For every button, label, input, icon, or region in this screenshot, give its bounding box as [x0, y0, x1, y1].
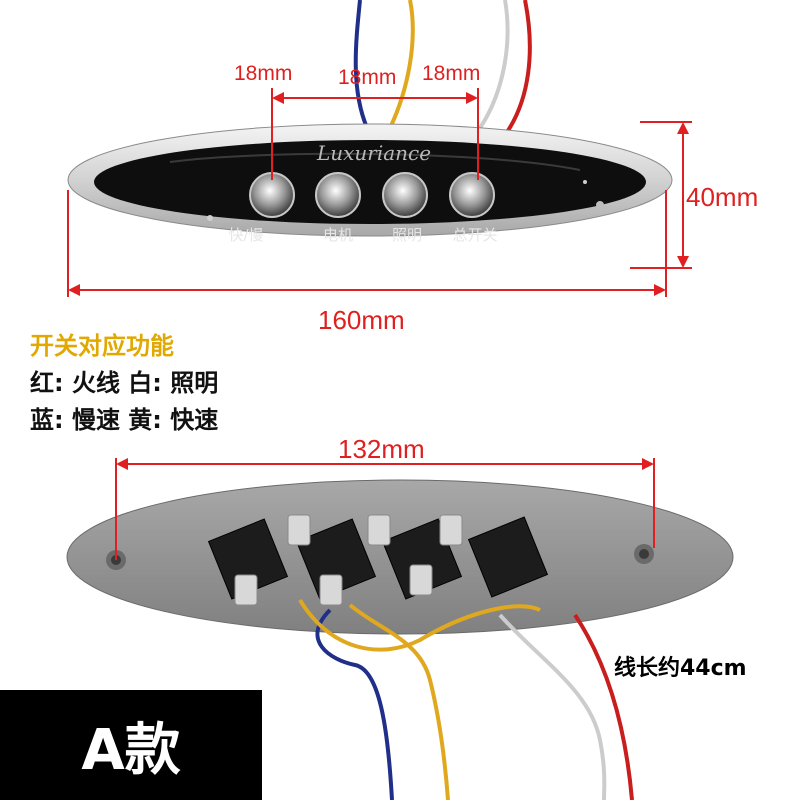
motor-button[interactable] [315, 172, 361, 218]
dim-spacing-2: 18mm [338, 66, 397, 89]
button-label-motor: 电机 [323, 226, 353, 244]
button-label-power: 总开关 [452, 226, 497, 244]
dim-width: 160mm [318, 305, 405, 335]
button-label-speed: 快/慢 [228, 226, 263, 244]
button-label-light: 照明 [392, 226, 422, 244]
brand-label: Luxuriance [316, 141, 431, 165]
dim-height: 40mm [686, 182, 759, 212]
top-wires [353, 0, 532, 137]
dim-spacing-3: 18mm [422, 62, 481, 85]
legend-line-1: 红: 火线 白: 照明 [30, 369, 219, 397]
switch-blocks [207, 516, 549, 600]
legend-line-2: 蓝: 慢速 黄: 快速 [30, 406, 219, 434]
dimension-lines [67, 88, 692, 560]
dim-spacing-1: 18mm [234, 62, 293, 85]
switch-brackets [234, 514, 463, 606]
dim-mount-spacing: 132mm [338, 434, 425, 464]
front-panel [67, 123, 673, 237]
panel-buttons [249, 172, 495, 218]
wire-length-label: 线长约44cm [614, 656, 747, 681]
legend-title: 开关对应功能 [30, 332, 174, 360]
bottom-wires [298, 598, 634, 800]
light-button[interactable] [382, 172, 428, 218]
variant-badge: A款 [0, 690, 262, 800]
power-button[interactable] [449, 172, 495, 218]
rear-panel [66, 479, 734, 635]
